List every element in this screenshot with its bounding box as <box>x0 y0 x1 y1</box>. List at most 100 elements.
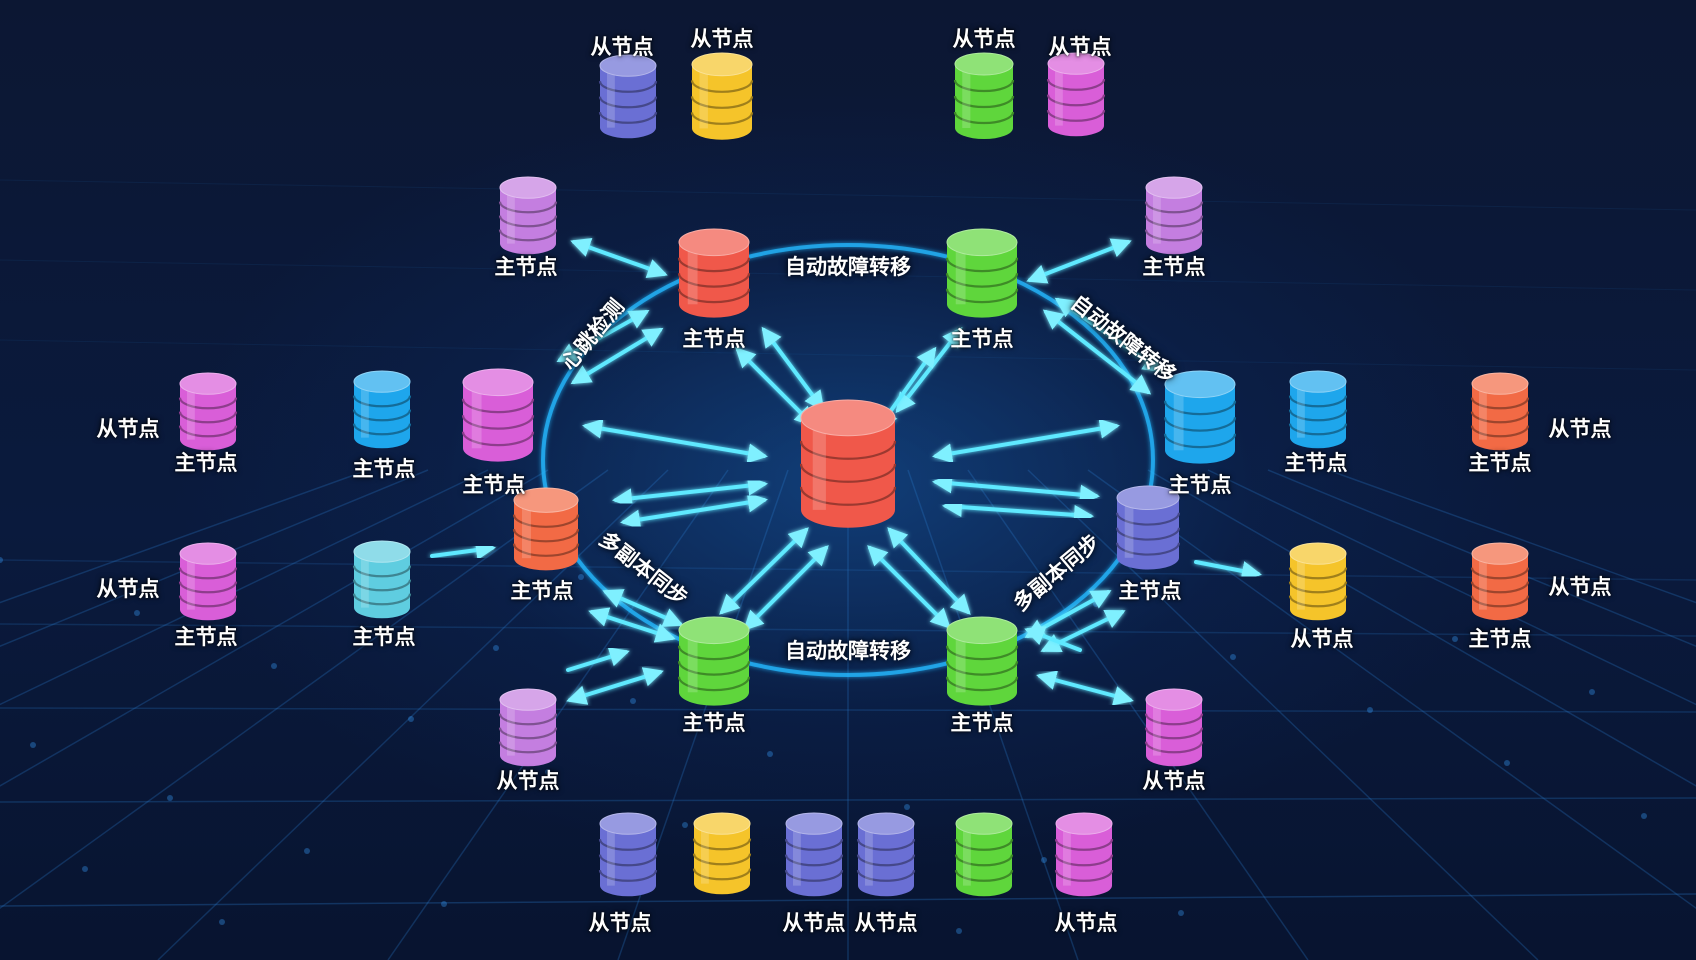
link-arrow <box>570 327 664 385</box>
grid-node-dot <box>545 769 551 775</box>
database-icon <box>1115 485 1181 570</box>
link-arrow <box>932 418 1120 464</box>
replica-node-label: 从节点 <box>496 769 560 793</box>
primary-node-label: 主节点 <box>1168 473 1232 497</box>
database-icon <box>498 688 558 767</box>
database-icon <box>690 52 754 140</box>
primary-node-label: 主节点 <box>1468 451 1532 475</box>
link-arrow <box>1026 238 1132 284</box>
database-icon <box>1046 52 1106 137</box>
database-icon <box>1054 812 1114 897</box>
replica-node-label: 从节点 <box>1290 627 1354 651</box>
primary-node-label: 主节点 <box>352 625 416 649</box>
link-arrow <box>1036 670 1134 706</box>
database-icon <box>352 370 412 449</box>
link-arrow <box>612 475 768 509</box>
grid-node-dot <box>578 574 584 580</box>
database-icon <box>1470 372 1530 451</box>
grid-line <box>1027 469 1539 960</box>
primary-node-label: 主节点 <box>682 327 746 351</box>
grid-line <box>387 469 729 960</box>
primary-node-label: 主节点 <box>1142 255 1206 279</box>
grid-node-dot <box>82 866 88 872</box>
replica-node-label: 从节点 <box>782 911 846 935</box>
primary-node-label: 主节点 <box>174 451 238 475</box>
database-icon <box>784 812 844 897</box>
grid-line <box>0 893 1696 907</box>
link-arrow <box>1040 610 1126 652</box>
grid-node-dot <box>1452 636 1458 642</box>
database-icon <box>945 616 1019 706</box>
primary-node-label: 主节点 <box>950 327 1014 351</box>
grid-node-dot <box>219 919 225 925</box>
grid-node-dot <box>1504 760 1510 766</box>
grid-line <box>0 339 1696 371</box>
database-icon <box>598 54 658 139</box>
database-icon <box>1144 176 1204 255</box>
primary-node-label: 主节点 <box>1284 451 1348 475</box>
link-arrow <box>566 647 630 672</box>
database-icon <box>945 228 1019 318</box>
grid-line <box>1087 469 1696 910</box>
replica-node-label: 从节点 <box>590 35 654 59</box>
failover-label: 自动故障转移 <box>785 255 911 279</box>
link-arrow <box>602 589 684 627</box>
primary-node-label: 主节点 <box>1468 627 1532 651</box>
replica-node-label: 从节点 <box>1142 769 1206 793</box>
database-icon <box>178 542 238 621</box>
grid-line <box>0 179 1696 211</box>
grid-node-dot <box>682 822 688 828</box>
grid-line <box>1207 469 1696 706</box>
link-arrow <box>566 667 664 705</box>
database-icon <box>692 812 752 895</box>
link-arrow <box>1194 560 1262 581</box>
replica-node-label: 从节点 <box>588 911 652 935</box>
grid-node-dot <box>1041 857 1047 863</box>
grid-line <box>0 623 1696 637</box>
database-icon <box>1288 370 1348 449</box>
replica-node-label: 从节点 <box>1048 35 1112 59</box>
replica-node-label: 从节点 <box>96 577 160 601</box>
grid-node-dot <box>134 610 140 616</box>
grid-node-dot <box>167 795 173 801</box>
replica-node-label: 从节点 <box>854 911 918 935</box>
database-icon <box>461 368 535 462</box>
primary-node-label: 主节点 <box>494 255 558 279</box>
link-arrow <box>620 492 768 530</box>
database-icon <box>677 616 751 706</box>
failover-label: 自动故障转移 <box>785 639 911 663</box>
grid-node-dot <box>904 804 910 810</box>
grid-line <box>0 259 1696 291</box>
database-icon <box>677 228 751 318</box>
link-arrow <box>867 545 951 629</box>
grid-node-dot <box>767 751 773 757</box>
primary-node-label: 主节点 <box>682 711 746 735</box>
database-icon <box>954 812 1014 897</box>
grid-node-dot <box>1367 707 1373 713</box>
grid-node-dot <box>408 716 414 722</box>
grid-node-dot <box>1641 813 1647 819</box>
grid-node-dot <box>271 663 277 669</box>
database-icon <box>498 176 558 255</box>
grid-node-dot <box>493 645 499 651</box>
primary-node-label: 主节点 <box>950 711 1014 735</box>
grid-node-dot <box>30 742 36 748</box>
replica-node-label: 从节点 <box>1548 417 1612 441</box>
database-icon <box>512 487 580 571</box>
replica-node-label: 从节点 <box>1548 575 1612 599</box>
link-arrow <box>932 473 1100 505</box>
grid-line <box>1327 469 1696 604</box>
grid-line <box>967 469 1309 960</box>
database-icon <box>178 372 238 451</box>
primary-node-label: 主节点 <box>462 473 526 497</box>
database-icon <box>856 812 916 897</box>
database-icon <box>1288 542 1348 621</box>
grid-node-dot <box>1230 654 1236 660</box>
grid-line <box>1267 469 1696 648</box>
link-arrow <box>719 527 809 615</box>
link-arrow <box>570 237 668 279</box>
replica-node-label: 从节点 <box>96 417 160 441</box>
link-arrow <box>761 326 825 412</box>
grid-node-dot <box>441 901 447 907</box>
